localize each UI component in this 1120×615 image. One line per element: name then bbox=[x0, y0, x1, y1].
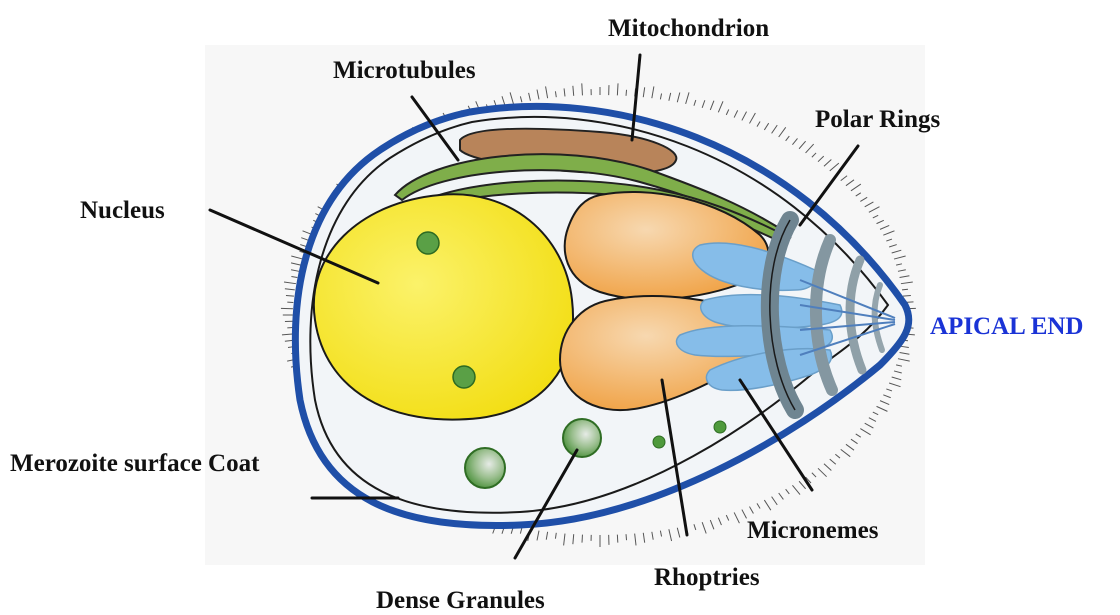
label-microtubules: Microtubules bbox=[333, 58, 476, 83]
label-dense-granules: Dense Granules bbox=[376, 588, 545, 613]
surface-hair bbox=[903, 295, 911, 296]
nucleus bbox=[314, 194, 573, 419]
nucleus-dot-2 bbox=[453, 366, 475, 388]
dense-granule-2 bbox=[563, 419, 601, 457]
surface-hair bbox=[286, 295, 294, 296]
surface-hair bbox=[617, 83, 618, 95]
label-surface-coat: Merozoite surface Coat bbox=[10, 451, 259, 476]
dense-granule-1 bbox=[465, 448, 505, 488]
surface-hair bbox=[582, 83, 583, 95]
label-rhoptries: Rhoptries bbox=[654, 565, 760, 590]
surface-hair bbox=[902, 289, 908, 290]
label-micronemes: Micronemes bbox=[747, 518, 878, 543]
surface-hair bbox=[626, 534, 627, 540]
dense-granule-3 bbox=[653, 436, 665, 448]
label-nucleus: Nucleus bbox=[80, 198, 165, 223]
dense-granule-4 bbox=[714, 421, 726, 433]
label-mitochondrion: Mitochondrion bbox=[608, 16, 769, 41]
nucleus-dot-1 bbox=[417, 232, 439, 254]
surface-hair bbox=[626, 90, 627, 96]
label-polar-rings: Polar Rings bbox=[815, 107, 940, 132]
label-apical-end: APICAL END bbox=[930, 314, 1084, 339]
